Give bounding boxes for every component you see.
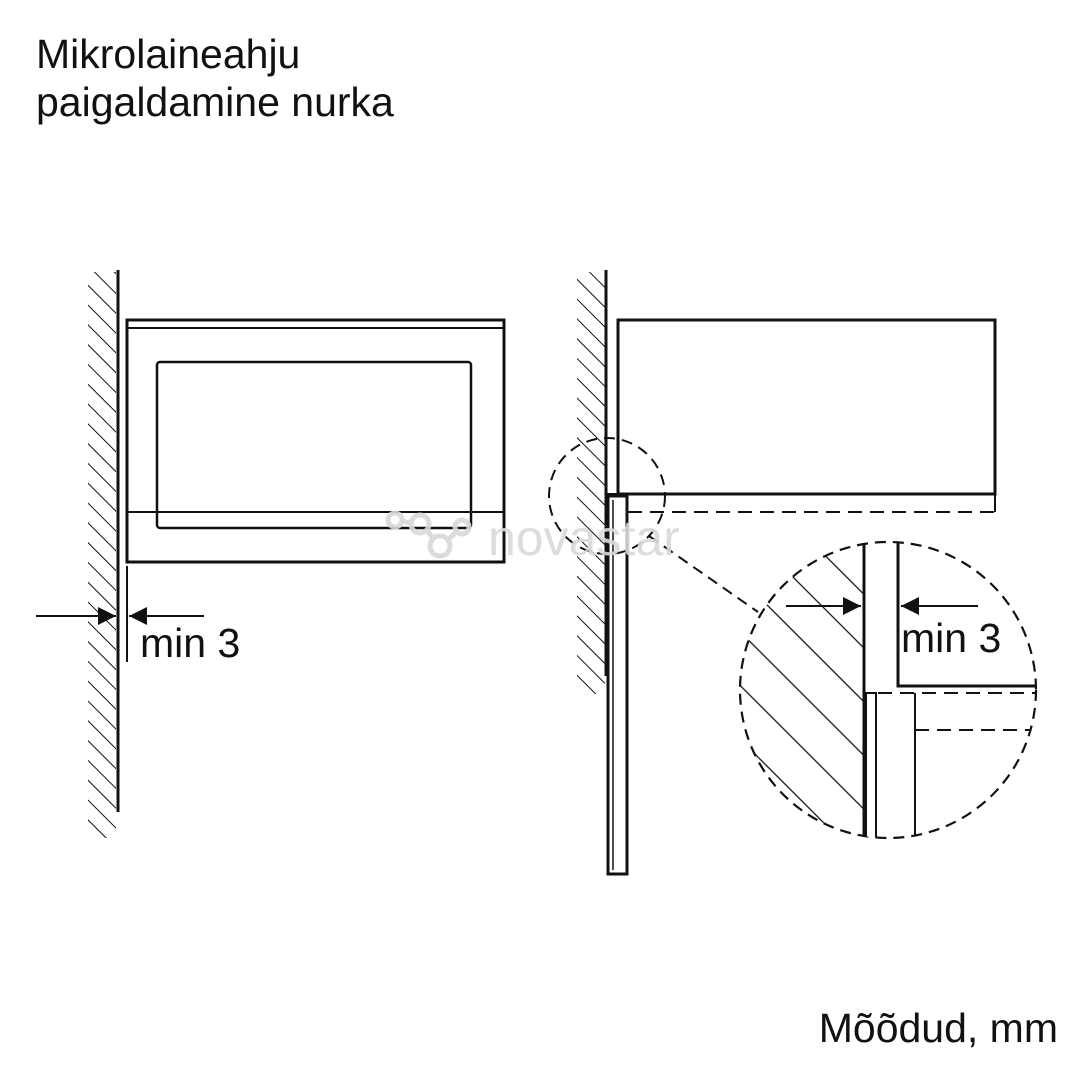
microwave-side: [616, 318, 997, 496]
title-line-2: paigaldamine nurka: [36, 79, 394, 125]
detail-cabinet-panel: [865, 692, 877, 838]
left-wall-hatching: [88, 272, 116, 838]
detail-microwave-corner: [896, 542, 1036, 688]
watermark-text: novastar: [488, 510, 680, 566]
diagram-title: Mikrolaineahju paigaldamine nurka: [36, 30, 394, 126]
cabinet-top-dashed: [606, 493, 996, 513]
left-view: min 3: [36, 270, 506, 838]
detail-leader-top: [648, 535, 759, 613]
left-dimension-label: min 3: [140, 620, 240, 666]
title-line-1: Mikrolaineahju: [36, 31, 301, 77]
watermark: novastar: [385, 510, 680, 566]
right-wall-hatching: [577, 272, 605, 694]
watermark-logo-icon: [385, 510, 472, 559]
detail-dimension-label: min 3: [901, 615, 1001, 661]
detail-magnified: min 3: [738, 540, 1038, 840]
right-view: min 3: [548, 270, 1038, 876]
detail-callout-circle: [548, 437, 666, 555]
microwave-front: [125, 318, 506, 564]
units-note: Mõõdud, mm: [818, 1005, 1058, 1051]
microwave-door-window: [155, 360, 473, 530]
detail-wall-hatching: [740, 542, 864, 838]
